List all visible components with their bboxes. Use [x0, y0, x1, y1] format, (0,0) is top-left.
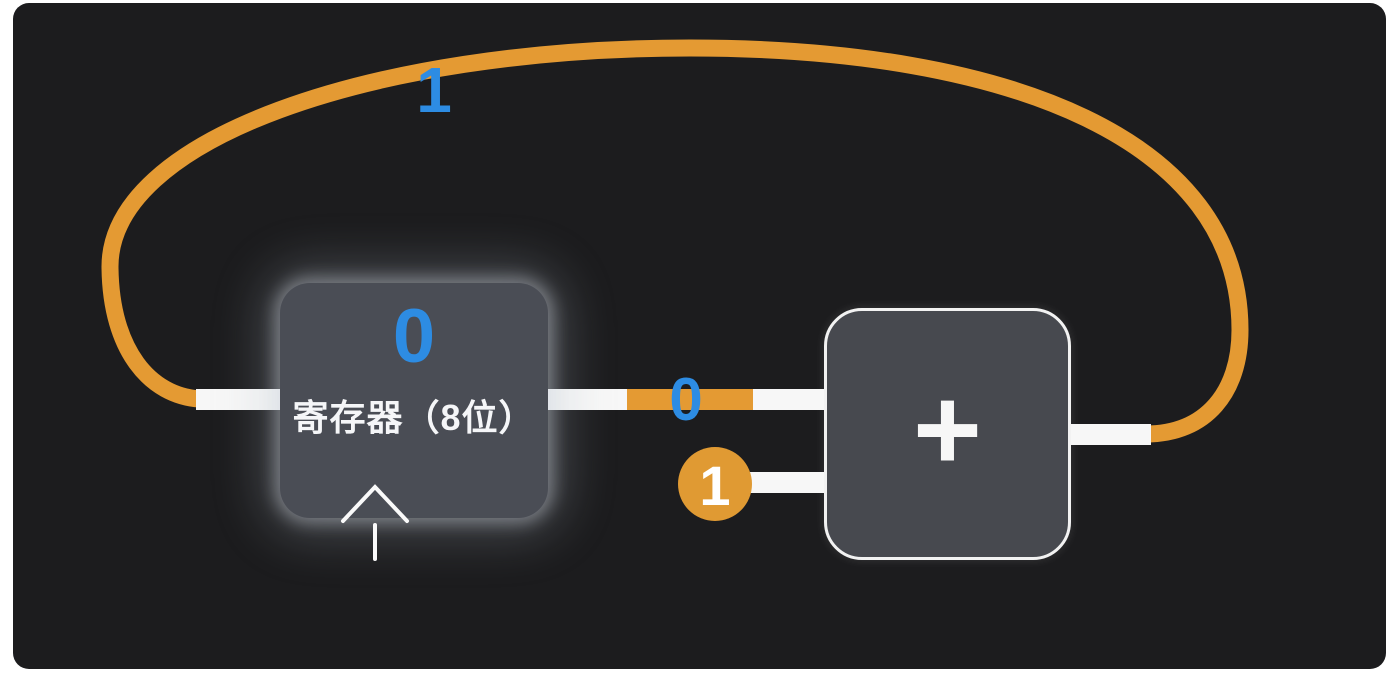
canvas-panel [13, 3, 1386, 669]
